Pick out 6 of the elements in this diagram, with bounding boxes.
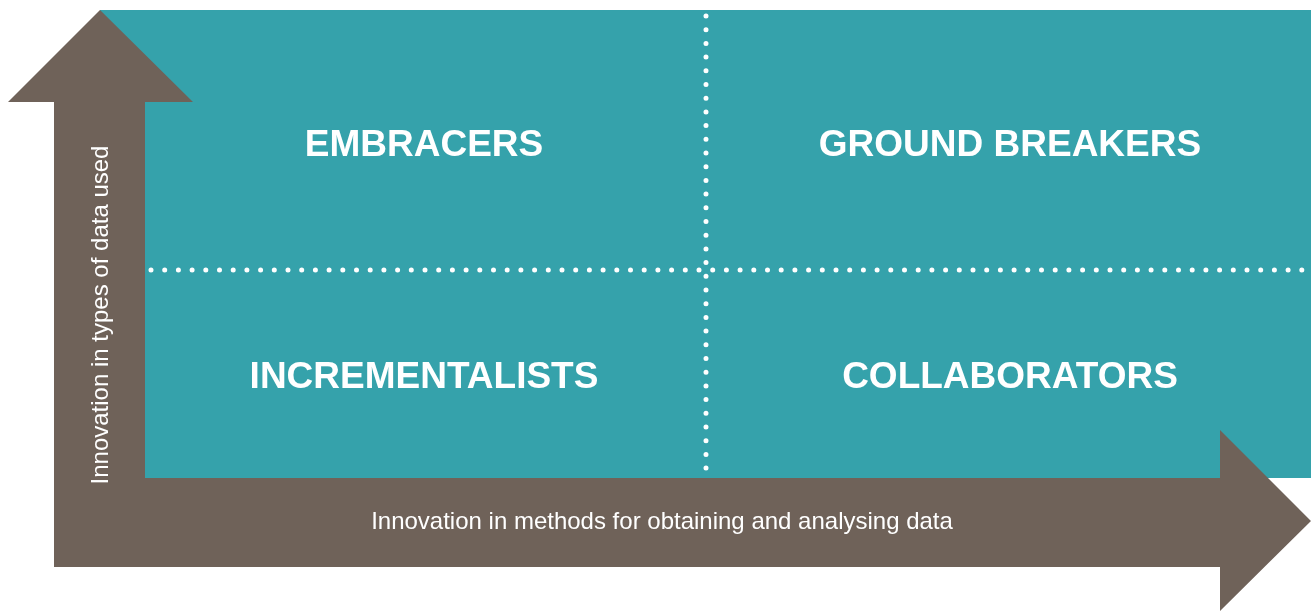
quadrant-title: COLLABORATORS [842,354,1178,397]
axis-label: Innovation in methods for obtaining and analysing data [371,507,953,535]
axis-label: Innovation in types of data used [86,145,114,485]
quadrant-title: GROUND BREAKERS [818,122,1202,165]
quadrant-title: INCREMENTALISTS [249,354,599,397]
quadrant-title: EMBRACERS [304,122,544,165]
